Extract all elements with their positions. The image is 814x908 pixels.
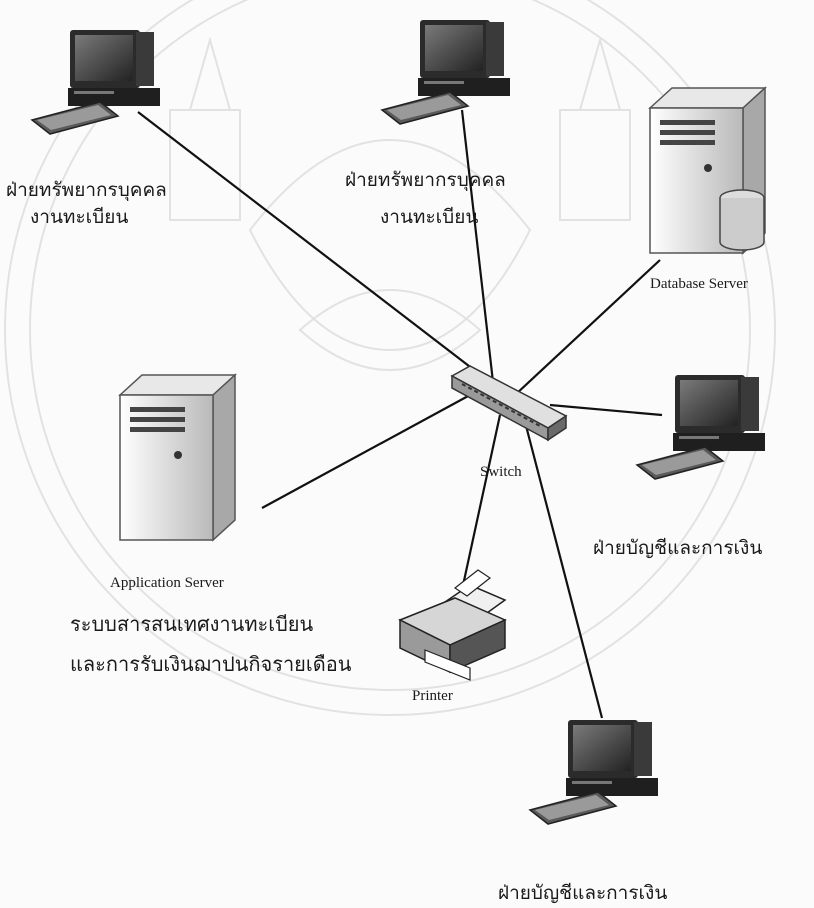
hr-top-label-line2: งานทะเบียน [380,206,479,228]
link-finance-right [549,403,663,417]
database-server-icon [649,87,766,254]
finance-right-computer-icon [636,374,766,480]
application-server-label: Application Server [110,575,224,591]
link-hr-top [460,109,495,383]
link-printer [460,414,502,591]
link-hr-left [137,111,496,387]
link-app-server [261,394,471,509]
hr-left-label-line1: ฝ่ายทรัพยากรบุคคล [6,179,167,201]
database-server-label: Database Server [650,276,748,292]
hr-left-label-line2: งานทะเบียน [30,206,129,228]
printer-label: Printer [412,688,453,704]
application-server-description-line2: และการรับเงินฌาปนกิจรายเดือน [70,652,352,676]
watermark-seal [4,0,776,716]
link-finance-bottom [522,417,604,719]
hr-top-label-line1: ฝ่ายทรัพยากรบุคคล [345,169,506,191]
finance-right-label: ฝ่ายบัญชีและการเงิน [593,537,763,559]
hr-top-computer-icon [381,19,511,125]
network-switch-icon [450,365,568,442]
application-server-description-line1: ระบบสารสนเทศงานทะเบียน [70,612,314,636]
network-links [137,109,663,719]
link-database [514,259,661,396]
hr-left-computer-icon [31,29,161,135]
finance-bottom-label: ฝ่ายบัญชีและการเงิน [498,882,668,904]
printer-icon [398,569,507,681]
finance-bottom-computer-icon [529,719,659,825]
application-server-icon [119,374,236,541]
switch-label: Switch [480,464,522,480]
